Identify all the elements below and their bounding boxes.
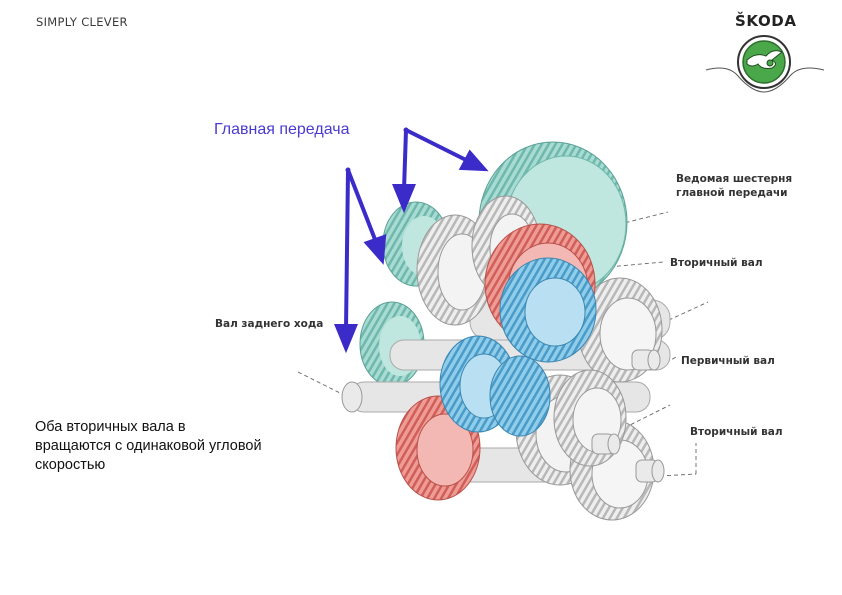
shaft-ends	[341, 349, 665, 483]
main-drive-arrows	[334, 128, 489, 354]
driven-gear-label-line1: Ведомая шестерня	[676, 173, 793, 185]
slogan: SIMPLY CLEVER	[36, 15, 128, 29]
note-line-2: вращаются с одинаковой угловой	[35, 438, 262, 454]
arrow-head-3	[363, 234, 387, 265]
output-shaft-lower-label: Вторичный вал	[690, 426, 783, 438]
note-line-1: Оба вторичных вала в	[35, 419, 186, 435]
main-drive-heading: Главная передача	[214, 121, 350, 138]
reverse-shaft-label: Вал заднего хода	[215, 318, 324, 330]
driven-gear-label: Ведомая шестерня главной передачи	[676, 172, 792, 200]
arrow-head-2	[392, 184, 416, 214]
output-shaft-upper-label: Вторичный вал	[670, 257, 763, 269]
brand-name: ŠKODA	[735, 12, 797, 30]
blue-gears	[439, 257, 597, 437]
driven-gear-label-line2: главной передачи	[676, 187, 788, 199]
arrow-head-4	[334, 324, 358, 354]
input-shaft-label: Первичный вал	[681, 355, 775, 367]
note-line-3: скоростью	[35, 457, 106, 473]
arrow-head-1	[458, 149, 489, 172]
shaft-speed-note: Оба вторичных вала в вращаются с одинако…	[35, 418, 325, 475]
skoda-logo	[705, 35, 825, 93]
